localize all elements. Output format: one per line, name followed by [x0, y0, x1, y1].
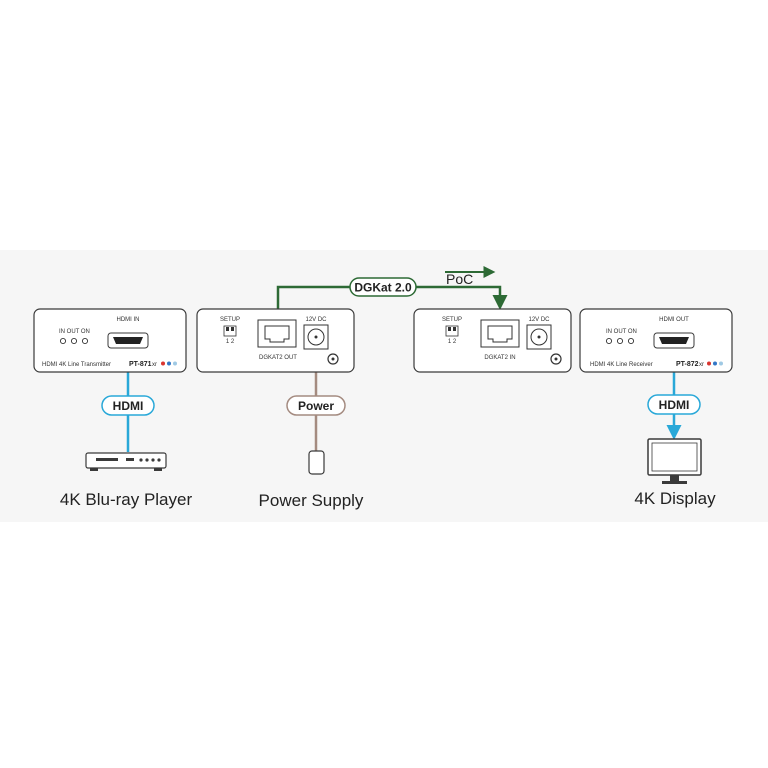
transmitter-setup-label: SETUP: [220, 317, 240, 323]
receiver-switch-numbers: 1 2: [448, 339, 457, 345]
dgkat-label-pill: DGKat 2.0: [349, 277, 417, 297]
receiver-model: PT-872: [676, 361, 699, 368]
hdmi-right-label: HDMI: [659, 398, 690, 412]
receiver-front: HDMI OUT IN OUT ON HDMI 4K Line Receiver…: [579, 308, 733, 373]
power-pill: Power: [286, 395, 346, 416]
dip-switch-icon: [445, 325, 459, 337]
dip-switch-icon: [223, 325, 237, 337]
transmitter-description: HDMI 4K Line Transmitter: [42, 362, 111, 368]
receiver-port-label: DGKAT2 IN: [484, 355, 515, 361]
receiver-model-suffix: xr: [699, 362, 704, 368]
brand-dot-lightblue: [173, 361, 177, 366]
receiver-rear: SETUP 1 2 DGKAT2 IN 12V DC: [413, 308, 572, 373]
transmitter-hdmi-label: HDMI IN: [117, 317, 140, 323]
led-on: [627, 337, 635, 345]
caption-source: 4K Blu-ray Player: [60, 490, 193, 509]
transmitter-model: PT-871: [129, 361, 152, 368]
transmitter-switch-numbers: 1 2: [226, 339, 235, 345]
blu-ray-player-icon: [85, 452, 167, 471]
led-in: [59, 337, 67, 345]
transmitter-power-label: 12V DC: [305, 317, 327, 323]
hdmi-right-pill: HDMI: [647, 394, 701, 415]
receiver-power-label: 12V DC: [528, 317, 550, 323]
power-adapter-icon: [308, 450, 325, 475]
brand-dot-red: [161, 361, 165, 366]
dgkat-label: DGKat 2.0: [354, 281, 412, 295]
poc-label: PoC: [446, 271, 473, 287]
led-on: [81, 337, 89, 345]
dc-jack-icon: [526, 324, 552, 350]
receiver-setup-label: SETUP: [442, 317, 462, 323]
power-label: Power: [298, 399, 334, 413]
transmitter-led-labels: IN OUT ON: [59, 329, 90, 335]
rj45-port-icon: [257, 319, 297, 348]
hdmi-port-icon: [107, 332, 149, 349]
led-out: [616, 337, 624, 345]
caption-power-supply: Power Supply: [259, 491, 364, 510]
hdmi-port-icon: [653, 332, 695, 349]
caption-display: 4K Display: [634, 489, 716, 508]
transmitter-front: HDMI IN IN OUT ON HDMI 4K Line Transmitt…: [33, 308, 187, 373]
transmitter-rear: SETUP 1 2 DGKAT2 OUT 12V DC: [196, 308, 355, 373]
led-in: [605, 337, 613, 345]
transmitter-port-label: DGKAT2 OUT: [259, 355, 297, 361]
led-out: [70, 337, 78, 345]
dc-jack-icon: [303, 324, 329, 350]
brand-dot-lightblue: [719, 361, 723, 366]
receiver-hdmi-label: HDMI OUT: [659, 317, 689, 323]
hdmi-left-pill: HDMI: [101, 395, 155, 416]
hdmi-left-label: HDMI: [113, 399, 144, 413]
receiver-led-labels: IN OUT ON: [606, 329, 637, 335]
brand-dot-blue: [713, 361, 717, 366]
receiver-description: HDMI 4K Line Receiver: [590, 362, 653, 368]
rj45-port-icon: [480, 319, 520, 348]
brand-dot-red: [707, 361, 711, 366]
transmitter-model-suffix: xr: [152, 362, 157, 368]
brand-dot-blue: [167, 361, 171, 366]
monitor-icon: [647, 438, 702, 484]
ground-screw-icon: [327, 353, 339, 365]
ground-screw-icon: [550, 353, 562, 365]
